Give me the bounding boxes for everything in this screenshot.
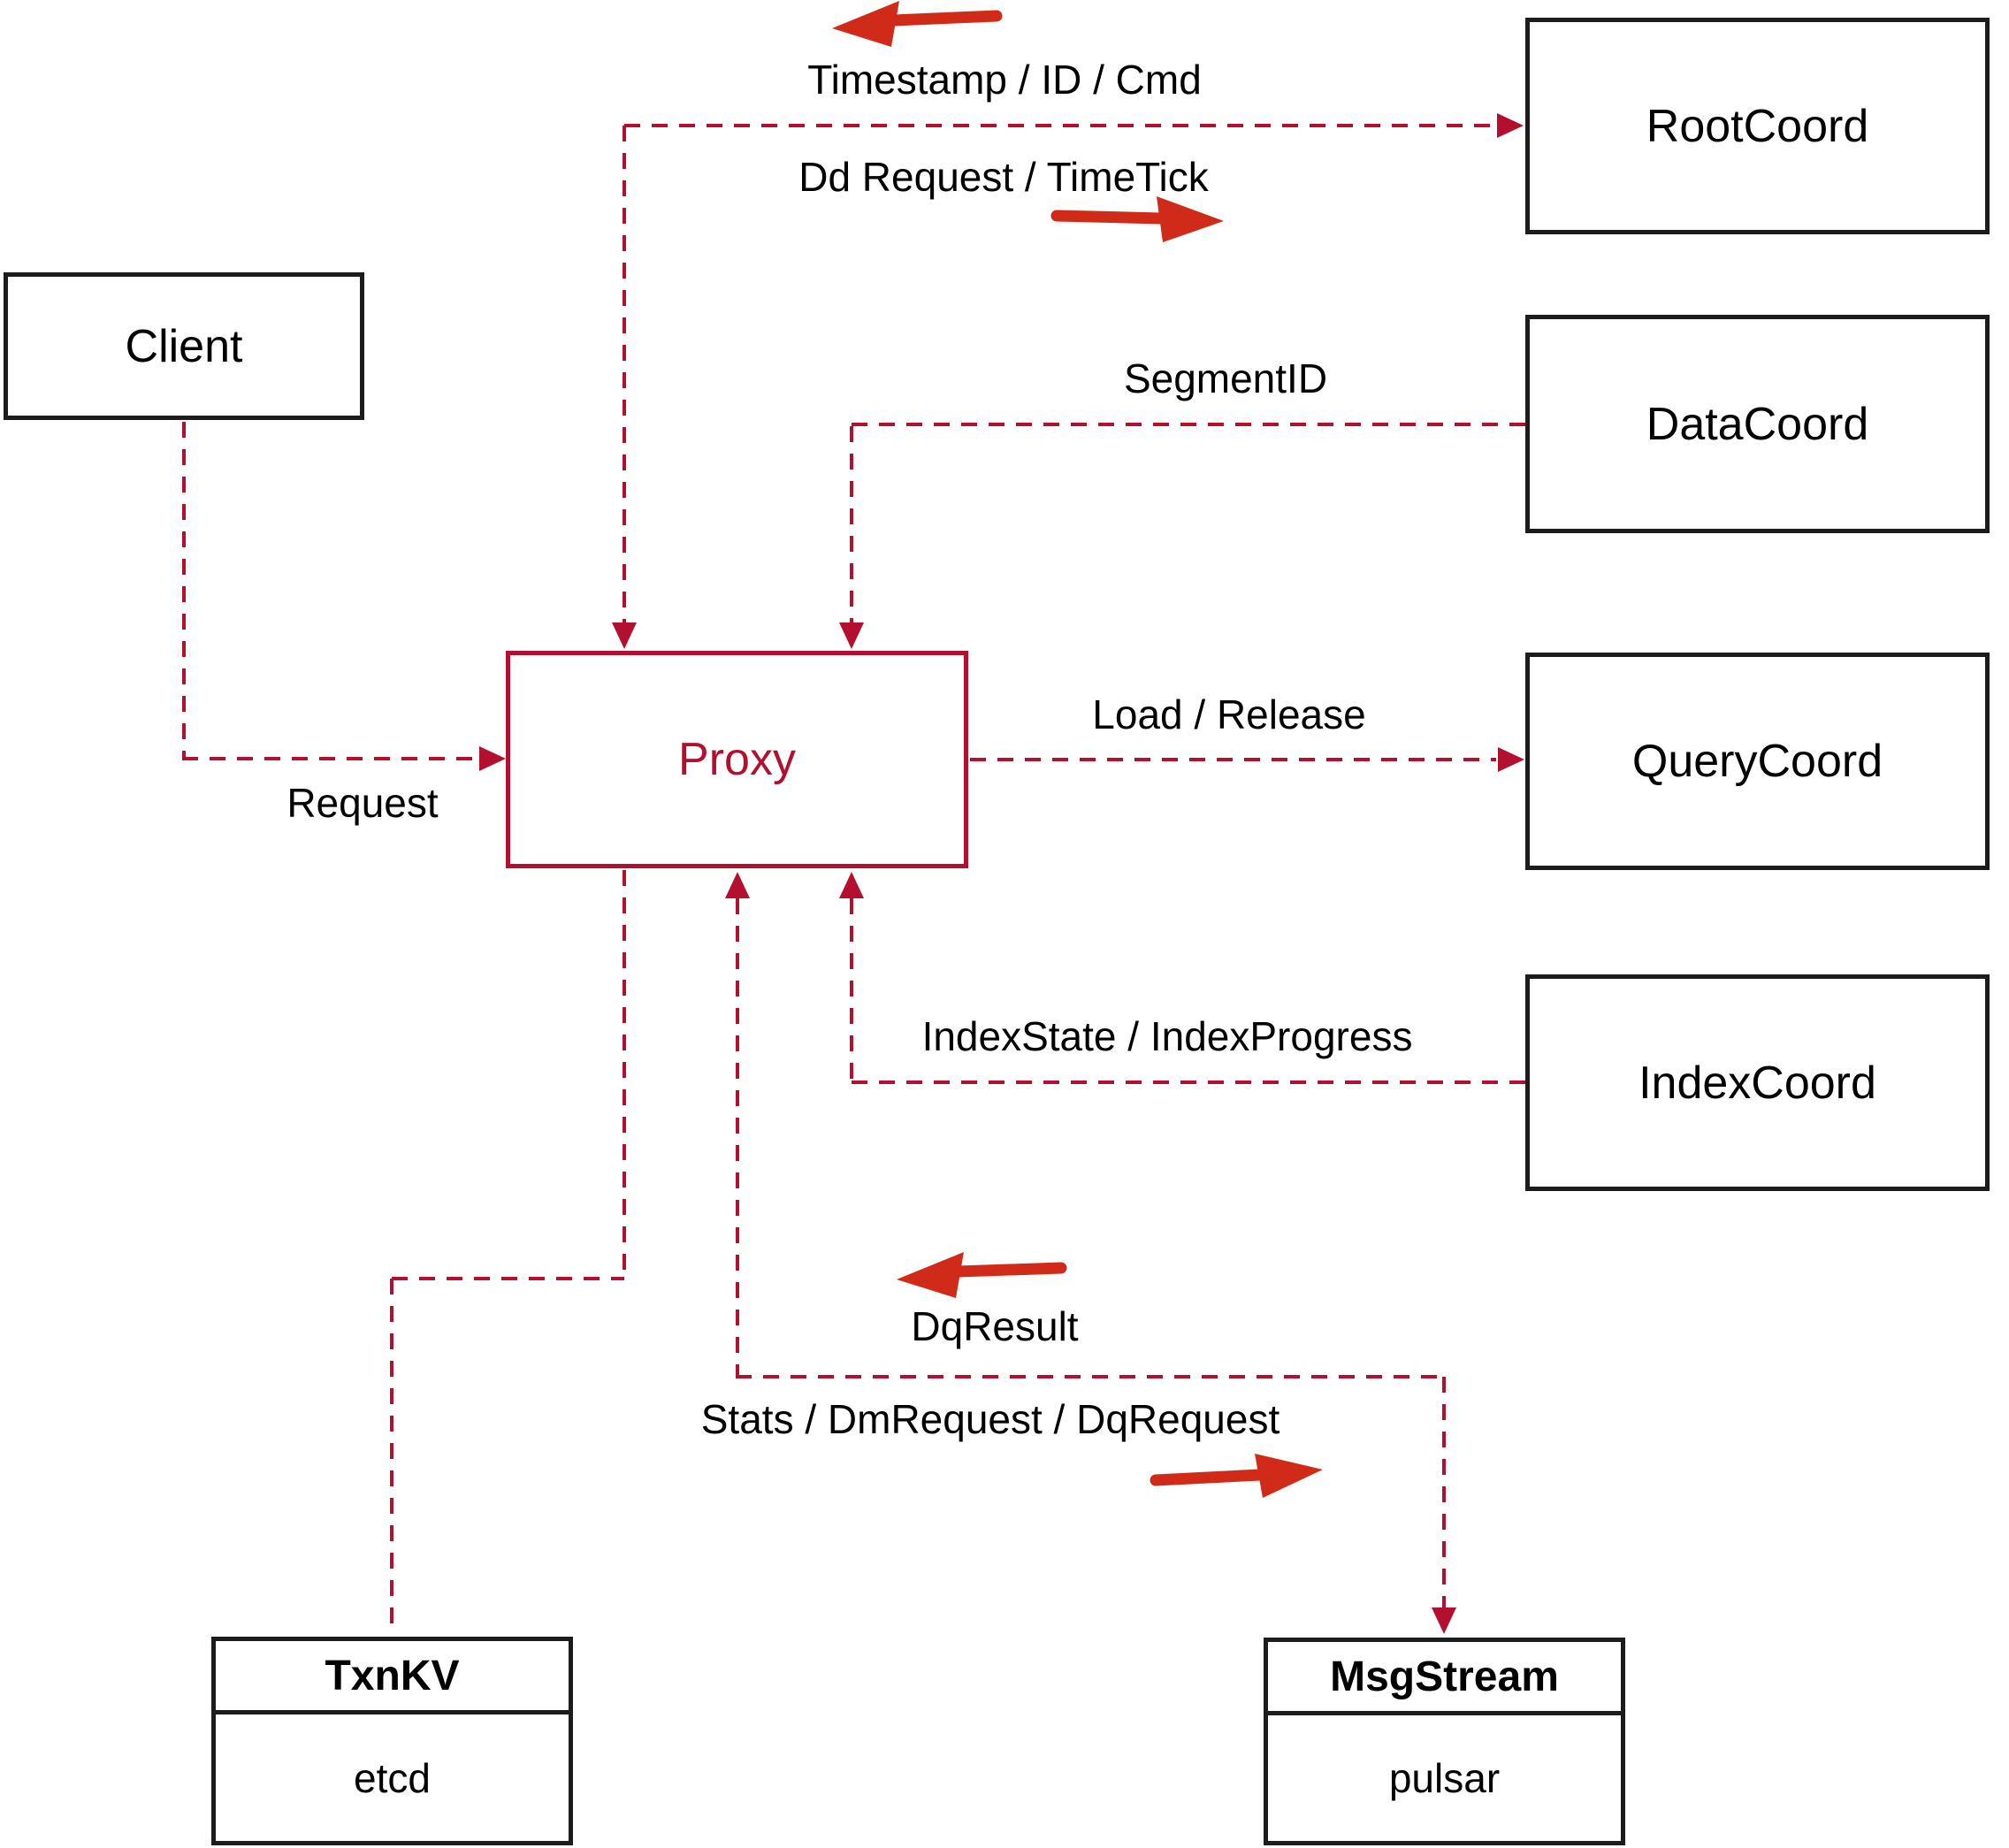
node-querycoord: QueryCoord — [1525, 653, 1990, 870]
arrowhead-into-rootcoord — [1497, 113, 1524, 138]
edge-label-index-state: IndexState / IndexProgress — [921, 1013, 1413, 1059]
node-proxy-label: Proxy — [678, 734, 796, 785]
edge-segment — [850, 426, 853, 624]
edge-segment — [624, 124, 1499, 127]
node-client: Client — [4, 272, 364, 420]
edge-segment — [1442, 1377, 1446, 1609]
edge-segment — [390, 1279, 393, 1635]
arrowhead-into-msgstream — [1432, 1607, 1456, 1634]
node-msgstream: MsgStream pulsar — [1264, 1638, 1625, 1845]
arrowhead-into-proxy-left — [479, 746, 506, 771]
node-rootcoord-label: RootCoord — [1646, 100, 1869, 152]
node-datacoord-label: DataCoord — [1646, 398, 1869, 450]
arrowhead-into-proxy-bottom-right — [839, 872, 864, 898]
edge-label-dd-request: Dd Request / TimeTick — [798, 154, 1209, 200]
node-datacoord: DataCoord — [1525, 315, 1990, 533]
edge-segment — [852, 423, 1530, 426]
node-querycoord-label: QueryCoord — [1631, 736, 1883, 787]
edge-segment — [623, 126, 626, 624]
node-txnkv: TxnKV etcd — [211, 1637, 573, 1845]
edge-segment — [970, 758, 1496, 761]
node-txnkv-title: TxnKV — [216, 1641, 569, 1714]
direction-arrow-right-icon — [1050, 196, 1224, 242]
edge-label-stats: Stats / DmRequest / DqRequest — [700, 1396, 1280, 1442]
edge-label-request: Request — [286, 780, 439, 826]
arrowhead-into-querycoord — [1498, 747, 1524, 772]
edge-label-dq-result: DqResult — [911, 1303, 1079, 1349]
node-msgstream-title: MsgStream — [1268, 1642, 1621, 1715]
edge-label-timestamp: Timestamp / ID / Cmd — [807, 57, 1202, 103]
node-indexcoord-label: IndexCoord — [1639, 1057, 1876, 1109]
edge-segment — [852, 1081, 1530, 1084]
node-client-label: Client — [125, 320, 243, 372]
arrowhead-into-proxy-top-left — [612, 622, 637, 649]
node-indexcoord: IndexCoord — [1525, 974, 1990, 1191]
direction-arrow-right-icon — [1150, 1454, 1323, 1498]
edge-segment — [182, 422, 186, 759]
edge-segment — [182, 757, 479, 760]
direction-arrow-left-icon — [832, 1, 1003, 47]
edge-label-load-release: Load / Release — [1092, 691, 1366, 737]
edge-label-segment-id: SegmentID — [1123, 355, 1328, 401]
arrowhead-into-proxy-top-right — [839, 622, 864, 649]
node-msgstream-impl: pulsar — [1388, 1755, 1501, 1801]
edge-segment — [736, 898, 739, 1377]
edge-segment — [392, 1277, 624, 1280]
node-txnkv-impl: etcd — [354, 1754, 431, 1801]
edge-segment — [623, 870, 626, 1280]
arrowhead-into-proxy-bottom-mid — [725, 872, 750, 898]
edge-segment — [736, 1375, 1446, 1378]
edge-segment — [850, 898, 853, 1082]
node-rootcoord: RootCoord — [1525, 18, 1990, 234]
node-proxy: Proxy — [506, 651, 968, 868]
direction-arrow-left-icon — [897, 1252, 1067, 1298]
